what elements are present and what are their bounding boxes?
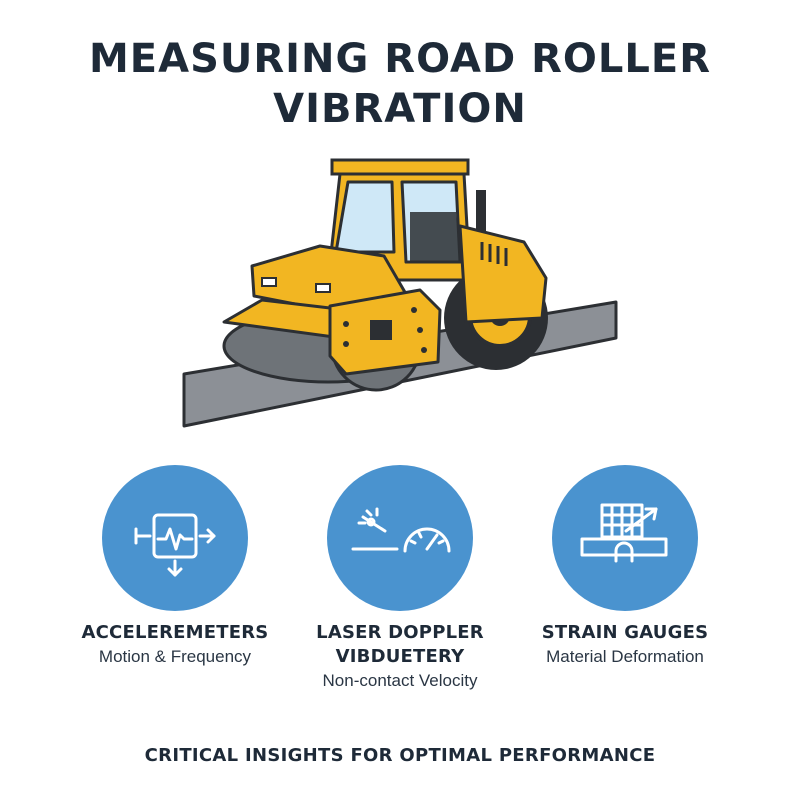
rear-hood xyxy=(458,224,548,324)
page-title: MEASURING ROAD ROLLER VIBRATION xyxy=(0,34,800,134)
method-description: Non-contact Velocity xyxy=(322,671,478,690)
road-roller-icon xyxy=(182,158,618,428)
method-name-line-2: VIBDUETERY xyxy=(335,646,465,667)
cab-door-shadow xyxy=(410,212,460,262)
laser-doppler-circle xyxy=(327,465,473,611)
title-line-1: MEASURING ROAD ROLLER xyxy=(88,36,711,82)
frame-bolts xyxy=(343,307,427,353)
accelerometer-icon xyxy=(134,513,216,577)
exhaust-pipe xyxy=(476,190,486,246)
strain-gauge-icon xyxy=(580,503,668,563)
title-line-2: VIBRATION xyxy=(273,86,527,132)
cab-roof xyxy=(330,158,470,176)
method-description: Material Deformation xyxy=(546,647,704,666)
method-name: ACCELEREMETERS xyxy=(81,622,269,643)
method-name: STRAIN GAUGES xyxy=(541,622,709,643)
method-name-line-1: LASER DOPPLER xyxy=(316,622,484,643)
headlight-right xyxy=(315,283,331,293)
laser-doppler-icon xyxy=(351,507,451,553)
accelerometer-circle xyxy=(102,465,248,611)
cab-window-front xyxy=(334,180,396,254)
method-accelerometers: ACCELEREMETERS Motion & Frequency xyxy=(55,465,295,669)
drum-hub xyxy=(370,320,392,340)
method-strain-gauges: STRAIN GAUGES Material Deformation xyxy=(505,465,745,669)
headlight-left xyxy=(261,277,277,287)
footer-tagline: CRITICAL INSIGHTS FOR OPTIMAL PERFORMANC… xyxy=(144,745,656,766)
strain-gauge-circle xyxy=(552,465,698,611)
method-laser-doppler: LASER DOPPLER VIBDUETERY Non-contact Vel… xyxy=(280,465,520,693)
method-name: LASER DOPPLER VIBDUETERY xyxy=(280,621,520,669)
hood-vents xyxy=(480,242,508,266)
method-description: Motion & Frequency xyxy=(98,647,252,666)
